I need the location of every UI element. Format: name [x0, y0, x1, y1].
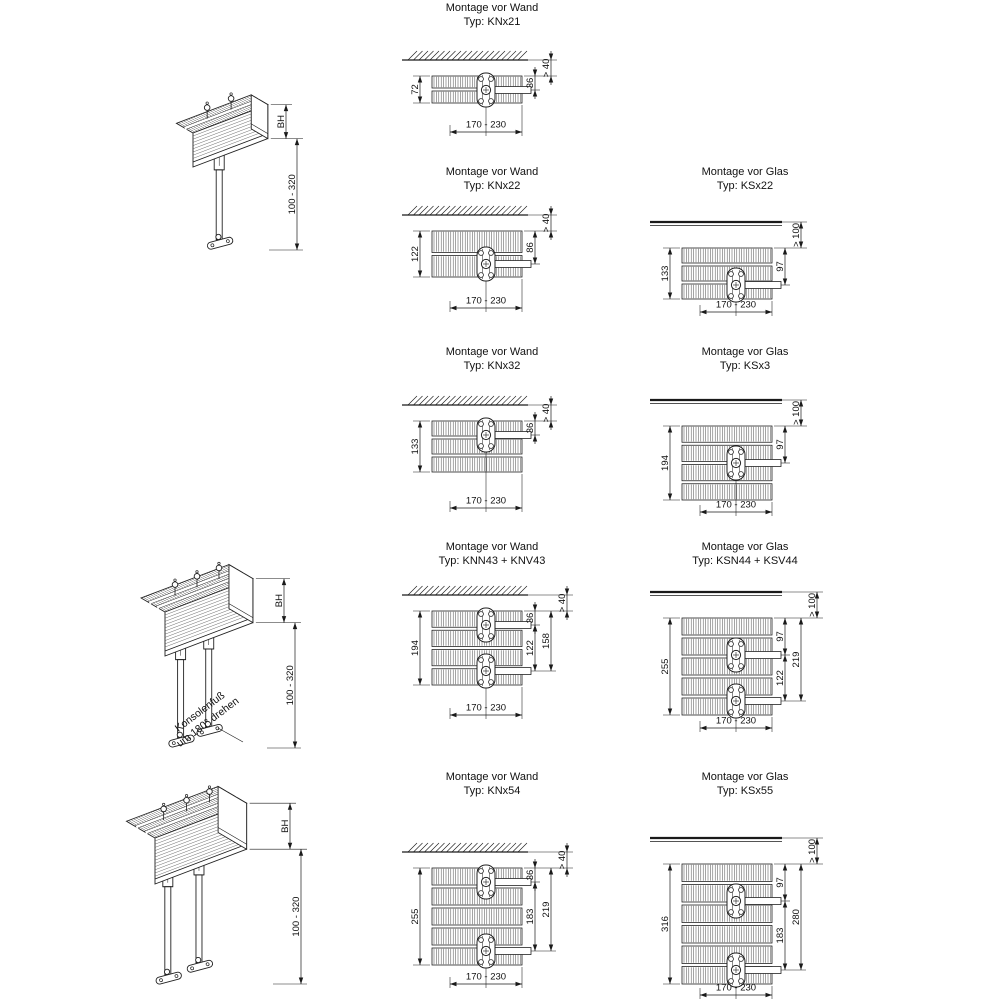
- dim-total-label: 219: [791, 652, 802, 668]
- dim-depth-label: 194: [660, 455, 671, 471]
- diagram-type: Typ: KNN43 + KNV43: [439, 555, 546, 567]
- dim-width-label: 170 - 230: [466, 120, 506, 131]
- leg-range-label: 100 - 320: [291, 897, 302, 937]
- dim-width-label: 170 - 230: [466, 703, 506, 714]
- dim-offset-label: 36: [525, 870, 536, 881]
- diagram-title: Montage vor Wand: [446, 2, 539, 14]
- dim-depth-label: 122: [410, 246, 421, 262]
- bh-label: BH: [276, 115, 287, 128]
- dim-spacing-label: 183: [525, 909, 536, 925]
- diagram-type: Typ: KNx32: [464, 360, 521, 372]
- dim-width-label: 170 - 230: [716, 716, 756, 727]
- diagram-type: Typ: KNx22: [464, 180, 521, 192]
- bh-label: BH: [274, 594, 285, 607]
- diagram-type: Typ: KNx21: [464, 16, 521, 28]
- diagram-title: Montage vor Glas: [702, 541, 789, 553]
- dim-gap-label: > 40: [541, 214, 552, 233]
- diagram-type: Typ: KSx22: [717, 180, 773, 192]
- dim-depth-label: 194: [410, 640, 421, 656]
- diagram-title: Montage vor Wand: [446, 346, 539, 358]
- isometric-radiator-view: BH 100 - 320: [175, 92, 303, 251]
- dim-offset-label: 36: [525, 78, 536, 89]
- dim-offset-label: 86: [525, 242, 536, 253]
- dim-total-label: 219: [541, 902, 552, 918]
- leg-range-label: 100 - 320: [285, 665, 296, 705]
- dim-offset-label: 97: [775, 631, 786, 642]
- dim-offset-label: 36: [525, 423, 536, 434]
- dim-width-label: 170 - 230: [716, 300, 756, 311]
- dim-offset-label: 97: [775, 877, 786, 888]
- diagram-title: Montage vor Wand: [446, 166, 539, 178]
- dim-width-label: 170 - 230: [716, 983, 756, 994]
- dim-offset-label: 36: [525, 613, 536, 624]
- diagram-title: Montage vor Glas: [702, 166, 789, 178]
- dim-gap-label: > 100: [791, 223, 802, 247]
- dim-gap-label: > 40: [541, 404, 552, 423]
- dim-total-label: 280: [791, 909, 802, 925]
- dim-depth-label: 316: [660, 916, 671, 932]
- dim-width-label: 170 - 230: [466, 972, 506, 983]
- dim-depth-label: 255: [410, 909, 421, 925]
- diagram-title: Montage vor Wand: [446, 541, 539, 553]
- dim-depth-label: 72: [410, 84, 421, 95]
- dim-spacing-label: 183: [775, 928, 786, 944]
- dim-width-label: 170 - 230: [466, 496, 506, 507]
- diagram-type: Typ: KSx3: [720, 360, 770, 372]
- dim-gap-label: > 100: [807, 839, 818, 863]
- diagram-type: Typ: KNx54: [464, 785, 521, 797]
- dim-spacing-label: 122: [525, 640, 536, 656]
- dim-width-label: 170 - 230: [466, 296, 506, 307]
- diagram-type: Typ: KSx55: [717, 785, 773, 797]
- dim-width-label: 170 - 230: [716, 500, 756, 511]
- bh-label: BH: [280, 819, 291, 832]
- leg-range-label: 100 - 320: [287, 174, 298, 214]
- dim-depth-label: 133: [410, 439, 421, 455]
- dim-gap-label: > 100: [791, 401, 802, 425]
- dim-gap-label: > 40: [541, 59, 552, 78]
- dim-depth-label: 255: [660, 659, 671, 675]
- dim-gap-label: > 100: [807, 593, 818, 617]
- diagram-type: Typ: KSN44 + KSV44: [692, 555, 797, 567]
- dim-offset-label: 97: [775, 439, 786, 450]
- isometric-radiator-view: BH 100 - 320: [125, 785, 307, 985]
- diagram-title: Montage vor Wand: [446, 771, 539, 783]
- dim-spacing-label: 122: [775, 670, 786, 686]
- diagram-title: Montage vor Glas: [702, 346, 789, 358]
- diagram-title: Montage vor Glas: [702, 771, 789, 783]
- dim-gap-label: > 40: [557, 594, 568, 613]
- dim-gap-label: > 40: [557, 851, 568, 870]
- dim-total-label: 158: [541, 633, 552, 649]
- dim-offset-label: 97: [775, 261, 786, 272]
- dim-depth-label: 133: [660, 266, 671, 282]
